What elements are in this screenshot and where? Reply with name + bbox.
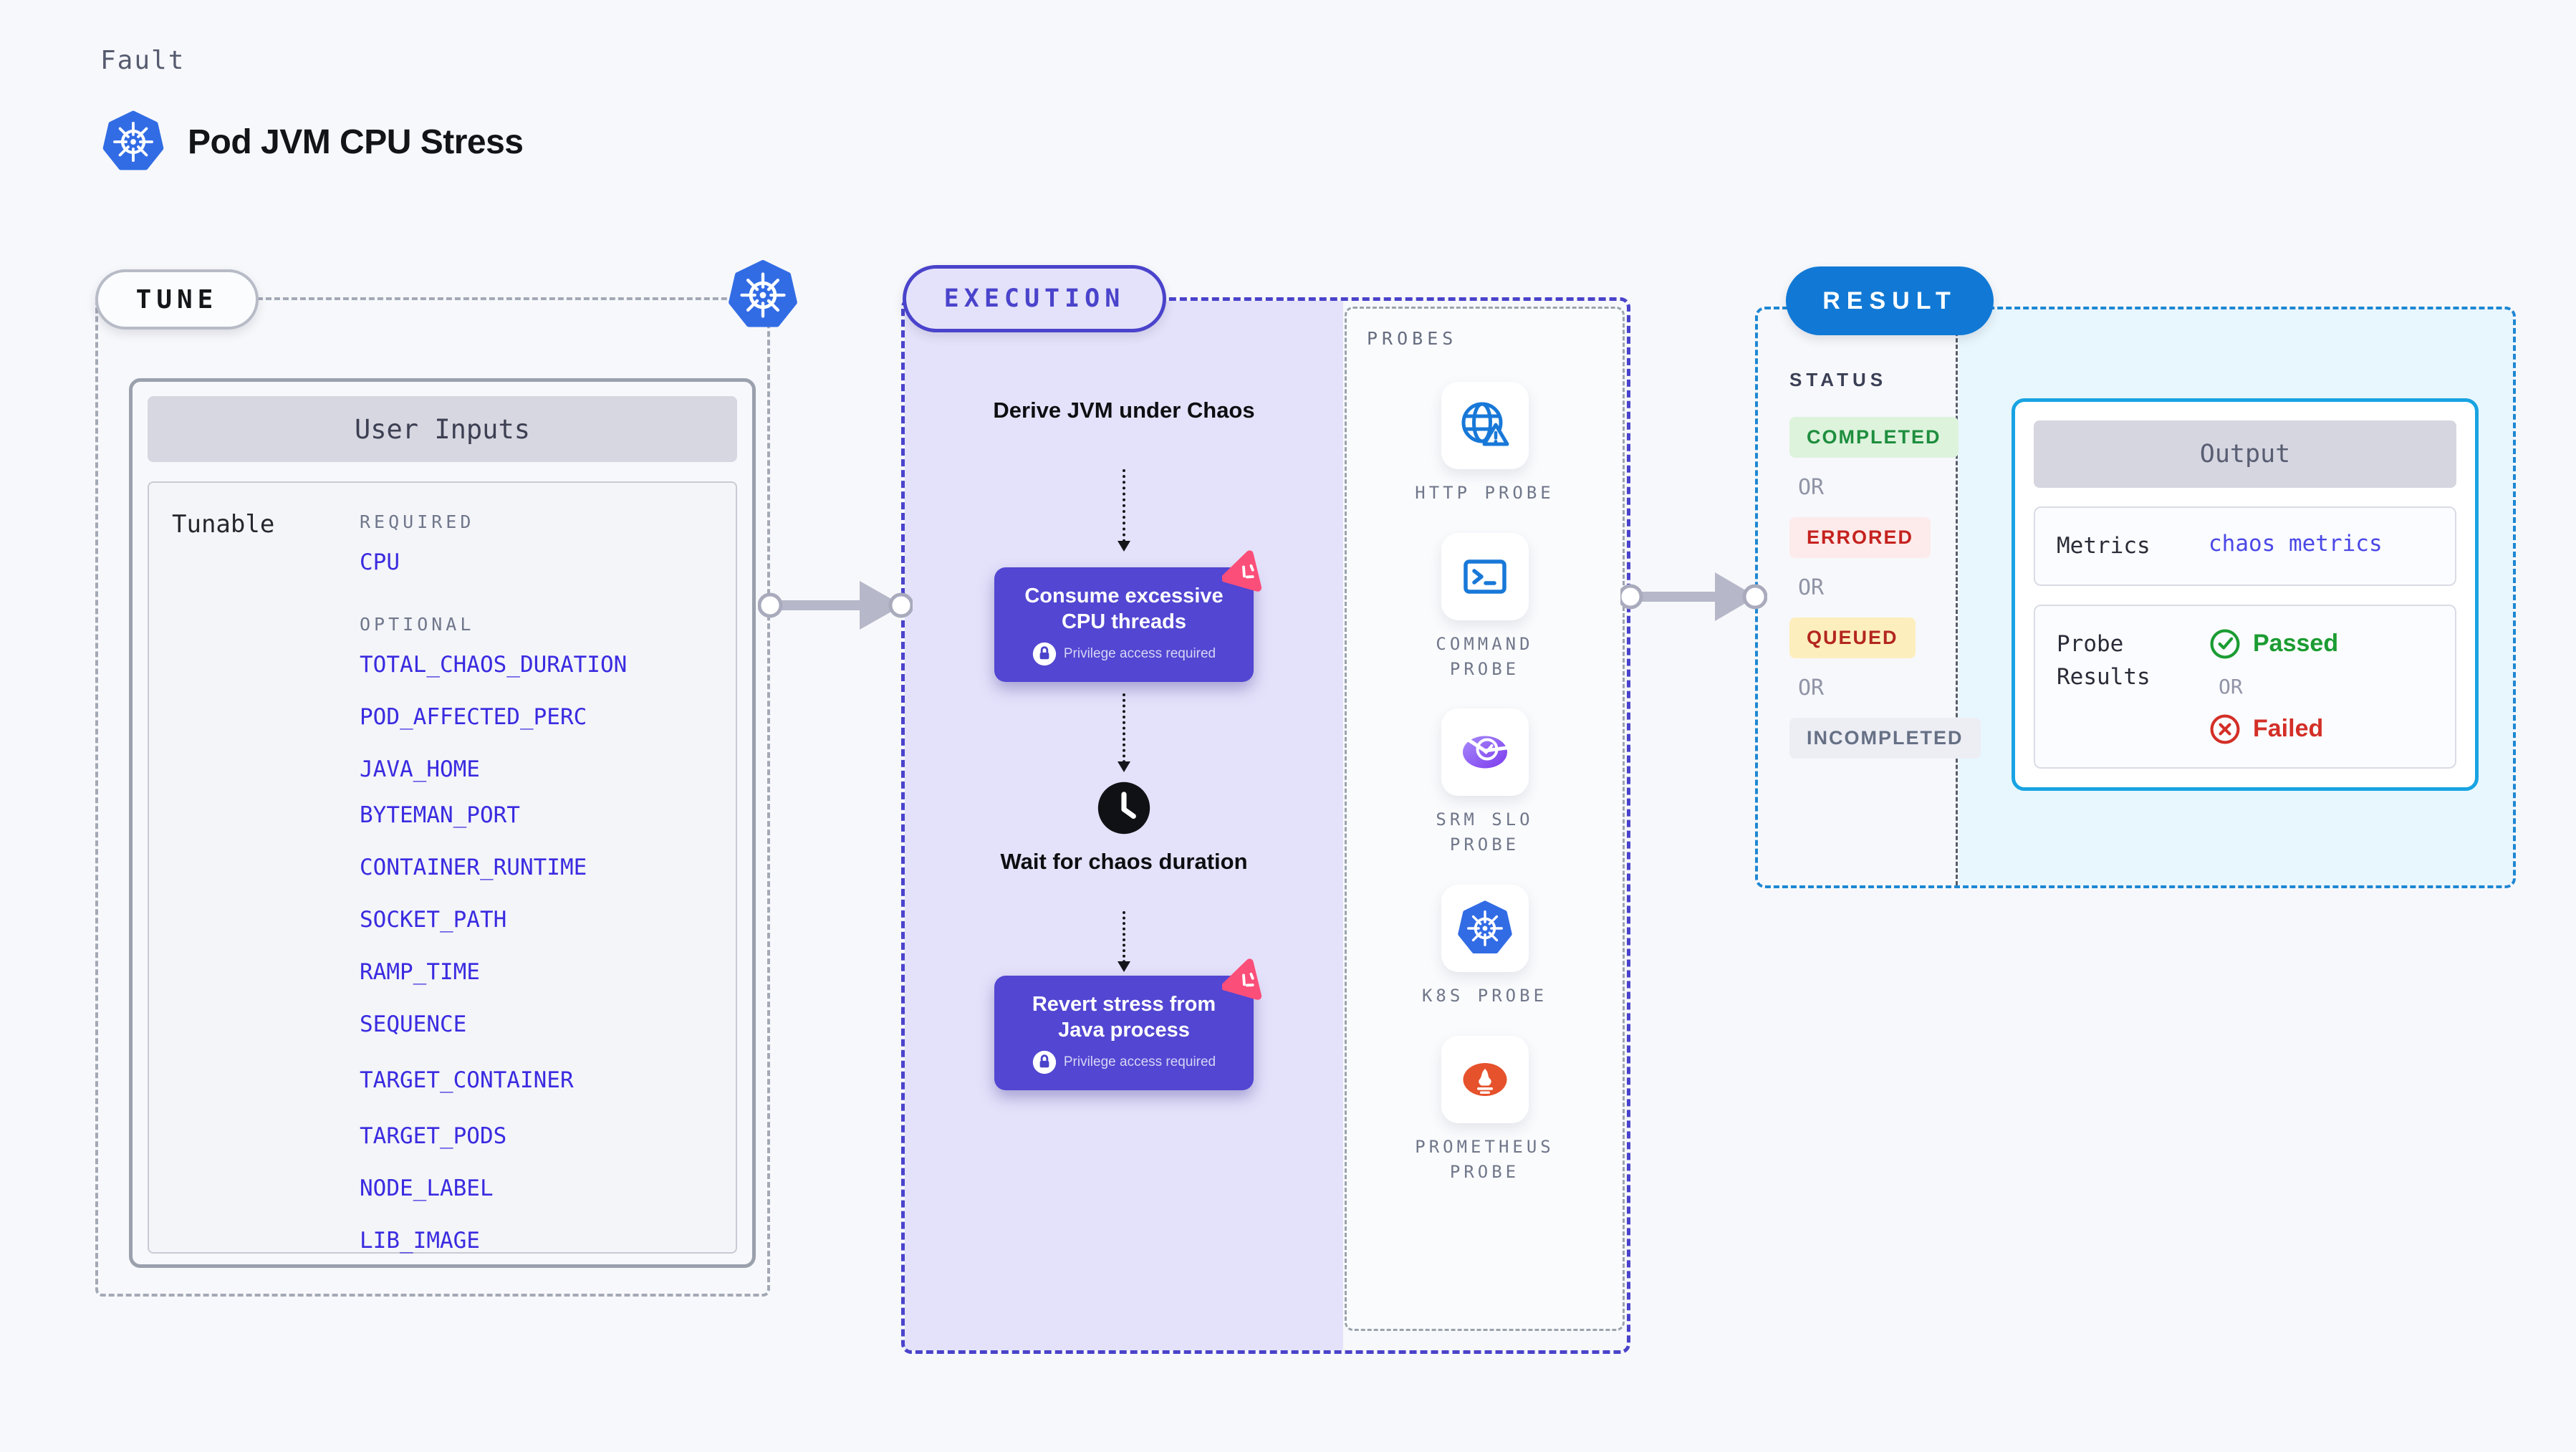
- terminal-icon: [1463, 559, 1506, 594]
- probe-name: SRM SLO PROBE: [1436, 809, 1534, 855]
- execution-to-result-arrow: [1620, 572, 1767, 621]
- param-link[interactable]: LIB_IMAGE: [360, 1228, 480, 1254]
- probe-card: [1441, 532, 1529, 620]
- kubernetes-icon: [1456, 899, 1514, 958]
- metrics-row: Metrics chaos metrics: [2034, 506, 2456, 586]
- probe-item: COMMAND PROBE: [1395, 532, 1575, 682]
- result-divider: [1956, 312, 1958, 885]
- chaos-experiment-icon: [1222, 958, 1262, 1000]
- param-link[interactable]: SEQUENCE: [360, 1011, 467, 1037]
- probe-item: K8S PROBE: [1395, 884, 1575, 1009]
- param-link[interactable]: NODE_LABEL: [360, 1175, 494, 1201]
- chaos-experiment-icon: [1222, 550, 1262, 592]
- execution-section-box: [901, 297, 1630, 1354]
- kubernetes-icon: [726, 258, 800, 332]
- probe-name: PROMETHEUS PROBE: [1415, 1136, 1554, 1182]
- optional-heading: OPTIONAL: [360, 614, 475, 635]
- privilege-note: Privilege access required: [1032, 642, 1216, 666]
- status-badge-completed: COMPLETED: [1789, 417, 1959, 458]
- probe-item: PROMETHEUS PROBE: [1395, 1035, 1575, 1185]
- tunable-list-panel: Tunable REQUIRED CPU OPTIONAL TOTAL_CHAO…: [148, 481, 737, 1254]
- metrics-value-link[interactable]: chaos metrics: [2209, 531, 2383, 557]
- tunable-label: Tunable: [172, 510, 275, 539]
- probe-list: HTTP PROBE COMMAND PROBE: [1347, 382, 1623, 1184]
- probe-card: [1441, 884, 1529, 972]
- status-badge-queued: QUEUED: [1789, 617, 1916, 658]
- param-link[interactable]: BYTEMAN_PORT: [360, 802, 520, 828]
- check-circle-icon: [2210, 629, 2240, 658]
- probe-results-values: Passed OR Failed: [2209, 628, 2338, 746]
- or-label: OR: [2219, 674, 2243, 698]
- wait-step-text: Wait for chaos duration: [1000, 849, 1248, 874]
- flow-dotted-arrow: [1118, 693, 1130, 772]
- clock-icon: [1095, 779, 1153, 840]
- derive-step-text: Derive JVM under Chaos: [993, 398, 1255, 423]
- globe-alert-icon: [1461, 402, 1509, 446]
- flow-dotted-arrow: [1118, 469, 1130, 552]
- probes-heading: PROBES: [1367, 328, 1458, 349]
- param-link[interactable]: CONTAINER_RUNTIME: [360, 855, 587, 880]
- probes-panel: PROBES: [1345, 307, 1625, 1331]
- param-link[interactable]: TARGET_CONTAINER: [360, 1067, 574, 1093]
- tune-to-execution-arrow: [758, 581, 913, 630]
- passed-line: Passed: [2209, 628, 2338, 660]
- flow-dotted-arrow: [1118, 911, 1130, 972]
- result-pill: RESULT: [1786, 266, 1994, 335]
- probe-results-label: Probe Results: [2057, 630, 2150, 691]
- revert-stress-label: Revert stress from Java process: [1032, 992, 1216, 1042]
- probe-card: [1441, 1035, 1529, 1123]
- probe-results-row: Probe Results Passed OR Failed: [2034, 604, 2456, 769]
- failed-line: Failed: [2209, 713, 2338, 746]
- status-badge-errored: ERRORED: [1789, 517, 1931, 558]
- execution-pill: EXECUTION: [903, 265, 1166, 332]
- metrics-label: Metrics: [2057, 533, 2150, 559]
- tune-section-box: [95, 297, 770, 1297]
- page-header: Pod JVM CPU Stress: [100, 109, 524, 175]
- passed-label: Passed: [2253, 630, 2339, 657]
- lock-icon: [1032, 643, 1057, 666]
- prometheus-icon: [1463, 1062, 1506, 1096]
- param-link[interactable]: JAVA_HOME: [360, 756, 480, 782]
- param-link[interactable]: SOCKET_PATH: [360, 907, 507, 933]
- required-heading: REQUIRED: [360, 511, 475, 532]
- or-label: OR: [1798, 575, 1825, 600]
- param-link[interactable]: RAMP_TIME: [360, 959, 480, 985]
- probe-name: HTTP PROBE: [1415, 483, 1554, 503]
- param-link[interactable]: CPU: [360, 549, 400, 575]
- probe-card: [1441, 382, 1529, 469]
- param-link[interactable]: TARGET_PODS: [360, 1123, 507, 1149]
- or-label: OR: [1798, 675, 1825, 701]
- slo-pie-icon: [1462, 736, 1508, 769]
- user-inputs-title: User Inputs: [148, 396, 737, 462]
- output-title: Output: [2034, 420, 2456, 488]
- consume-cpu-label: Consume excessive CPU threads: [1024, 584, 1224, 633]
- status-heading: STATUS: [1789, 369, 1888, 390]
- lock-icon: [1032, 1051, 1057, 1074]
- or-label: OR: [1798, 475, 1825, 500]
- status-column: STATUS COMPLETED OR ERRORED OR QUEUED OR…: [1789, 369, 1981, 759]
- param-link[interactable]: TOTAL_CHAOS_DURATION: [360, 652, 628, 678]
- privilege-note-text: Privilege access required: [1063, 1054, 1216, 1070]
- fault-kicker: Fault: [100, 46, 186, 75]
- output-card: Output Metrics chaos metrics Probe Resul…: [2012, 398, 2479, 791]
- probe-item: SRM SLO PROBE: [1395, 708, 1575, 857]
- param-column: REQUIRED CPU OPTIONAL TOTAL_CHAOS_DURATI…: [360, 504, 627, 1280]
- status-badge-incompleted: INCOMPLETED: [1789, 718, 1981, 759]
- tune-pill: TUNE: [95, 269, 259, 330]
- privilege-note-text: Privilege access required: [1063, 646, 1216, 662]
- probe-name: COMMAND PROBE: [1436, 633, 1534, 679]
- privilege-note: Privilege access required: [1032, 1050, 1216, 1074]
- x-circle-icon: [2210, 714, 2240, 744]
- failed-label: Failed: [2253, 715, 2324, 742]
- probe-card: [1441, 708, 1529, 797]
- probe-name: K8S PROBE: [1421, 985, 1548, 1006]
- kubernetes-icon: [100, 109, 166, 175]
- consume-cpu-node: Consume excessive CPU threads Privilege …: [994, 550, 1262, 682]
- page-title: Pod JVM CPU Stress: [188, 122, 524, 161]
- probe-item: HTTP PROBE: [1395, 382, 1575, 506]
- param-link[interactable]: POD_AFFECTED_PERC: [360, 704, 587, 730]
- revert-stress-node: Revert stress from Java process Privileg…: [994, 958, 1262, 1090]
